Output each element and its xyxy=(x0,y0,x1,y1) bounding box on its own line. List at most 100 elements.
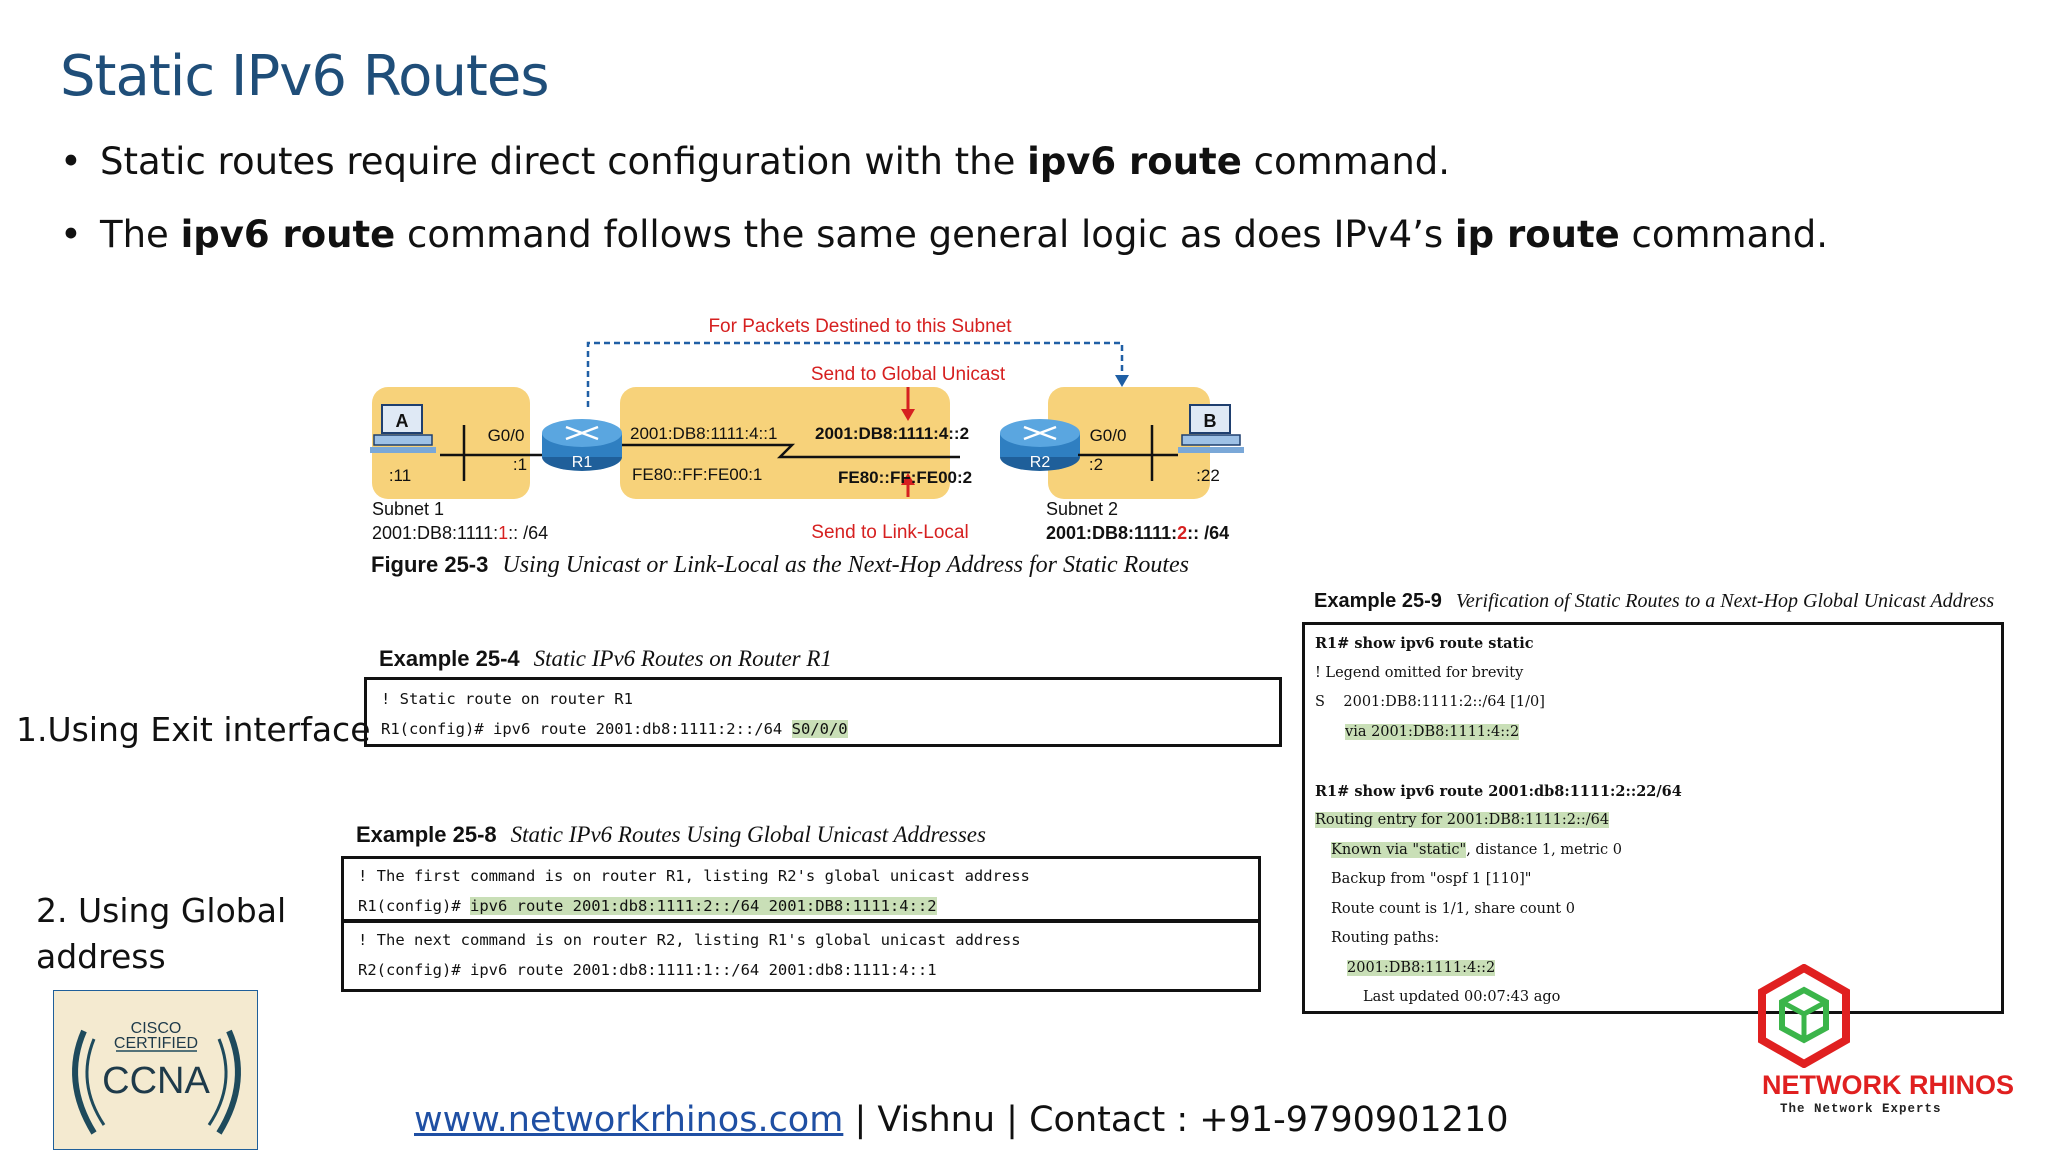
host-b-addr: :22 xyxy=(1196,466,1220,485)
side-label-line: 2. Using Global xyxy=(36,891,287,930)
dashed-path xyxy=(586,341,1124,407)
footer: www.networkrhinos.com | Vishnu | Contact… xyxy=(414,1100,1508,1140)
code-line: via 2001:DB8:1111:4::2 xyxy=(1305,718,2001,748)
wan-serial-link xyxy=(622,443,960,459)
code-line: Backup from "ospf 1 [110]" xyxy=(1331,871,1532,887)
wan-zone xyxy=(620,387,950,499)
subnet2-label: Subnet 2 xyxy=(1046,499,1118,519)
example-number: Example 25-9 xyxy=(1314,590,1442,612)
bullet-text: command. xyxy=(1241,140,1451,183)
router-r1-icon xyxy=(542,419,622,471)
bullet-2: • The ipv6 route command follows the sam… xyxy=(60,213,1828,256)
bullet-bold: ipv6 route xyxy=(180,213,396,256)
code-text: , distance 1, metric 0 xyxy=(1466,841,1623,858)
example-number: Example 25-8 xyxy=(356,822,497,847)
side-label-global: 2. Using Global address xyxy=(36,888,286,980)
pc-b-icon xyxy=(1178,404,1244,453)
r2-wan-ll: FE80::FF:FE00:2 xyxy=(838,468,972,487)
badge-line2: CERTIFIED xyxy=(114,1035,198,1052)
figure-number: Figure 25-3 xyxy=(371,552,489,577)
code-line: ! The next command is on router R2, list… xyxy=(358,931,1021,949)
pc-a-icon xyxy=(370,404,436,453)
code-line: R1# show ipv6 route static xyxy=(1315,635,1534,652)
badge-line3: CCNA xyxy=(102,1060,210,1102)
code-line: ! Legend omitted for brevity xyxy=(1315,664,1524,681)
example-caption: Static IPv6 Routes Using Global Unicast … xyxy=(510,822,986,847)
example-25-4-box: ! Static route on router R1 R1(config)# … xyxy=(364,677,1282,747)
brand-tagline: The Network Experts xyxy=(1780,1102,1942,1116)
bullet-bold: ipv6 route xyxy=(1027,140,1242,183)
figure-caption-text: Using Unicast or Link-Local as the Next-… xyxy=(502,552,1189,578)
code-line: R1(config)# ipv6 route 2001:db8:1111:2::… xyxy=(344,891,1258,921)
subnet2-prefix: 2001:DB8:1111:2:: /64 xyxy=(1046,523,1229,543)
r1-wan-ll: FE80::FF:FE00:1 xyxy=(632,465,762,484)
bullet-list: • Static routes require direct configura… xyxy=(60,140,1828,286)
r2-label: R2 xyxy=(1030,454,1051,471)
code-text: R1(config)# xyxy=(358,897,470,915)
example-caption: Verification of Static Routes to a Next-… xyxy=(1455,590,1995,612)
r1-label: R1 xyxy=(572,454,593,471)
r1-g00-label: G0/0 xyxy=(488,426,525,445)
example-25-8-heading: Example 25-8 Static IPv6 Routes Using Glo… xyxy=(356,822,986,848)
code-line: Routing entry for 2001:DB8:1111:2::/64 xyxy=(1305,806,2001,836)
code-highlight: ipv6 route 2001:db8:1111:2::/64 2001:DB8… xyxy=(469,897,937,915)
code-line: Last updated 00:07:43 ago xyxy=(1363,989,1561,1005)
ccna-laurel-icon: CISCO CERTIFIED CCNA xyxy=(72,1020,241,1135)
bullet-bold: ip route xyxy=(1454,213,1620,256)
website-link[interactable]: www.networkrhinos.com xyxy=(414,1100,844,1140)
code-text: R1(config)# ipv6 route 2001:db8:1111:2::… xyxy=(381,720,792,738)
example-25-9-box: R1# show ipv6 route static ! Legend omit… xyxy=(1302,622,2004,1014)
subnet1-label: Subnet 1 xyxy=(372,499,444,519)
top-label: For Packets Destined to this Subnet xyxy=(708,316,1012,337)
bullet-glyph: • xyxy=(60,140,82,183)
code-line: 2001:DB8:1111:4::2 xyxy=(1305,954,2001,984)
network-rhinos-logo-icon xyxy=(1758,964,1850,1068)
network-figure: For Packets Destined to this Subnet Send… xyxy=(370,316,1244,543)
code-line: S 2001:DB8:1111:2::/64 [1/0] xyxy=(1315,694,1545,710)
figure-caption: Figure 25-3 Using Unicast or Link-Local a… xyxy=(371,552,1189,579)
bullet-text: command. xyxy=(1619,213,1828,256)
example-caption: Static IPv6 Routes on Router R1 xyxy=(533,646,832,671)
r2-lan-addr: :2 xyxy=(1089,455,1103,474)
brand-name: NETWORK RHINOS xyxy=(1762,1070,2014,1100)
router-r2-icon xyxy=(1000,419,1080,471)
subnet2-zone xyxy=(1048,387,1210,499)
subnet1-prefix: 2001:DB8:1111:1:: /64 xyxy=(372,523,548,543)
send-link-label: Send to Link-Local xyxy=(811,522,968,543)
example-number: Example 25-4 xyxy=(379,646,520,671)
bullet-glyph: • xyxy=(60,213,82,256)
code-highlight: 2001:DB8:1111:4::2 xyxy=(1347,959,1496,976)
arrow-head-icon xyxy=(1115,375,1129,387)
side-label-line: address xyxy=(36,937,166,976)
send-global-label: Send to Global Unicast xyxy=(811,364,1006,385)
code-line: R1# show ipv6 route 2001:db8:1111:2::22/… xyxy=(1315,782,1682,800)
slide-title: Static IPv6 Routes xyxy=(60,44,550,109)
host-a-addr: :11 xyxy=(389,466,411,485)
code-line xyxy=(1305,747,2001,777)
code-line: ! Static route on router R1 xyxy=(381,690,633,708)
red-arrow-head-icon xyxy=(901,409,915,421)
host-a-label: A xyxy=(396,411,409,431)
code-highlight: via 2001:DB8:1111:4::2 xyxy=(1345,723,1520,740)
r2-wan-global: 2001:DB8:1111:4::2 xyxy=(815,424,969,443)
bullet-text: The xyxy=(100,213,181,256)
code-line: ! The first command is on router R1, lis… xyxy=(358,867,1030,885)
ccna-badge: CISCO CERTIFIED CCNA xyxy=(53,990,258,1150)
r1-wan-global: 2001:DB8:1111:4::1 xyxy=(630,424,777,443)
example-25-9-heading: Example 25-9 Verification of Static Route… xyxy=(1314,590,1994,613)
code-line: Route count is 1/1, share count 0 xyxy=(1331,900,1575,917)
red-arrow-head-icon xyxy=(901,473,915,485)
side-label-exit: 1.Using Exit interface xyxy=(16,710,371,749)
example-25-8-box-2: ! The next command is on router R2, list… xyxy=(341,920,1261,992)
r1-lan-addr: :1 xyxy=(513,455,527,474)
example-25-8-box-1: ! The first command is on router R1, lis… xyxy=(341,856,1261,922)
r2-g00-label: G0/0 xyxy=(1090,426,1127,445)
bullet-1: • Static routes require direct configura… xyxy=(60,140,1828,183)
example-25-4-heading: Example 25-4 Static IPv6 Routes on Router… xyxy=(379,646,832,672)
code-highlight: S0/0/0 xyxy=(791,720,848,738)
bullet-text: Static routes require direct configurati… xyxy=(100,140,1028,183)
host-b-label: B xyxy=(1204,411,1217,431)
badge-line1: CISCO xyxy=(131,1020,182,1037)
code-line: Routing paths: xyxy=(1331,930,1440,946)
code-highlight: Routing entry for 2001:DB8:1111:2::/64 xyxy=(1315,812,1610,828)
